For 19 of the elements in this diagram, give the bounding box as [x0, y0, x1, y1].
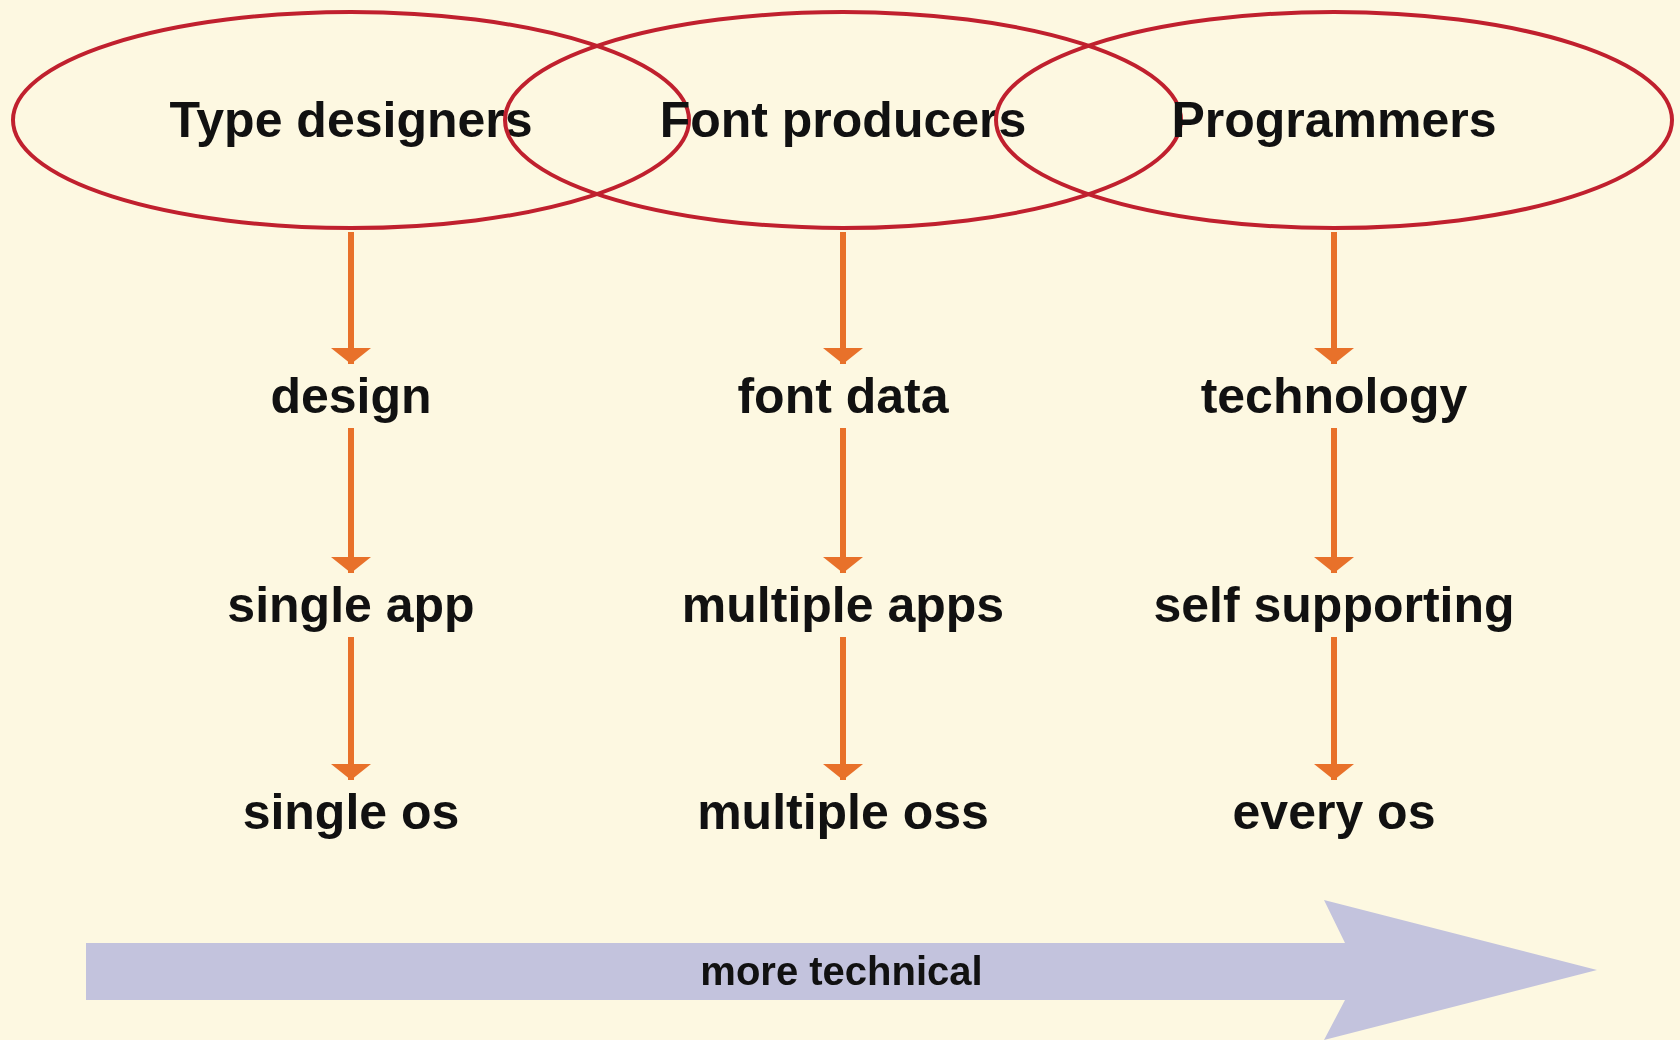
flow-text: multiple apps	[603, 575, 1083, 635]
arrow	[823, 637, 863, 780]
arrow	[1314, 637, 1354, 780]
arrow	[1314, 232, 1354, 364]
flow-text: self supporting	[1094, 575, 1574, 635]
arrow	[823, 232, 863, 364]
arrow	[1314, 428, 1354, 573]
arrow	[823, 428, 863, 573]
arrow	[331, 428, 371, 573]
arrow	[331, 232, 371, 364]
flow-text: technology	[1094, 366, 1574, 426]
arrow	[331, 637, 371, 780]
arrow-label: more technical	[700, 948, 983, 995]
flow-text: font data	[603, 366, 1083, 426]
flow-text: multiple oss	[603, 782, 1083, 842]
flow-text: single os	[111, 782, 591, 842]
flow-text: every os	[1094, 782, 1574, 842]
flow-text: single app	[111, 575, 591, 635]
flow-text: design	[111, 366, 591, 426]
